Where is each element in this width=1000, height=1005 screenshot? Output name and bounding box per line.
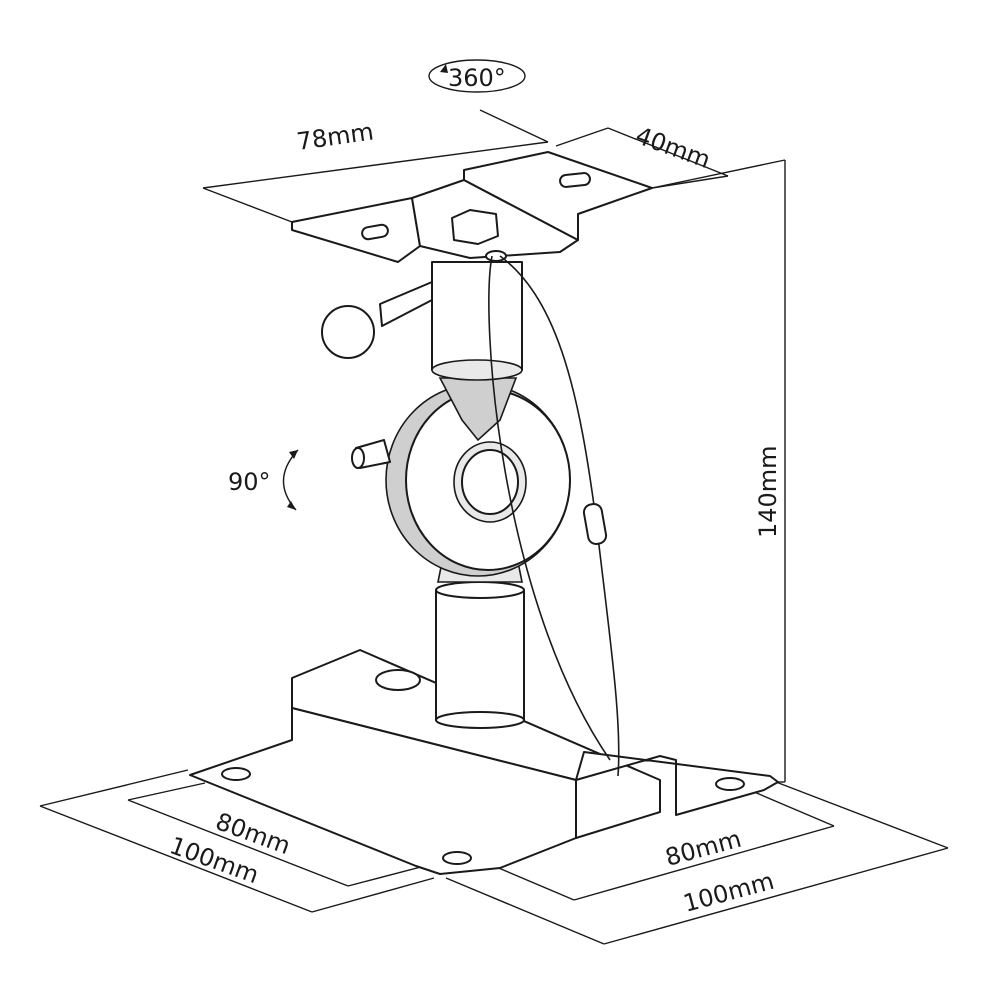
lock-lever-shaft [379, 281, 433, 327]
top-right-wing [463, 151, 653, 241]
tilt-90-arrow [282, 449, 299, 511]
cable-strand-left [488, 255, 611, 761]
top-bracket [291, 151, 653, 263]
joint-side-knob-end [351, 447, 365, 469]
dim-78mm-ext-right [479, 109, 549, 143]
lower-post-foot [435, 711, 525, 729]
dim-100mm-left-line [39, 805, 313, 913]
label-140mm: 140mm [754, 445, 782, 538]
joint-center-cap-inner [461, 449, 519, 515]
lower-post [435, 561, 525, 729]
base-hole-left [221, 767, 251, 781]
label-78mm: 78mm [295, 117, 375, 155]
base-hole-right [715, 777, 745, 791]
dim-80mm-left-ext [127, 782, 206, 801]
label-360: 360° [448, 64, 506, 92]
label-100mm-right: 100mm [680, 867, 777, 918]
dim-40mm-ext-top [555, 127, 609, 147]
tilt-90-arrowhead-top [289, 450, 298, 459]
label-40mm: 40mm [632, 121, 714, 174]
lower-post-body [435, 589, 525, 721]
dim-80mm-right-ext [493, 865, 575, 901]
dim-100mm-left-ext2 [311, 877, 435, 913]
upper-post-bottom [431, 359, 523, 381]
lock-lever-knob [321, 305, 375, 359]
dim-100mm-right-line [603, 847, 949, 945]
top-slot-right [559, 172, 591, 188]
upper-post [321, 261, 523, 381]
rotation-360-arrow [428, 59, 526, 93]
top-cable-hole [485, 250, 507, 262]
base-plate [189, 649, 779, 875]
label-80mm-right: 80mm [662, 825, 744, 872]
base-hole-front [442, 851, 472, 865]
safety-cable [488, 255, 620, 777]
lower-post-top [435, 581, 525, 599]
upper-post-body [431, 261, 523, 371]
rotation-360-arrowhead [440, 64, 448, 73]
top-bolt-head [451, 209, 499, 245]
cable-ferrule [582, 503, 608, 545]
top-slot-left [361, 223, 389, 241]
dim-80mm-right-line [573, 825, 835, 901]
dim-100mm-right-ext [445, 877, 605, 945]
dimension-lines [39, 59, 949, 945]
ball-joint [351, 377, 571, 577]
dim-80mm-left-line [127, 799, 349, 887]
base-right-flange [575, 751, 779, 816]
dim-40mm-line [607, 127, 729, 177]
dim-78mm-ext-left [202, 187, 293, 223]
dim-140mm-ext-top [651, 159, 786, 189]
base-center-hole [375, 669, 421, 691]
dim-100mm-left-ext [39, 769, 189, 807]
tilt-90-arrowhead-bottom [287, 501, 296, 510]
dim-100mm-right-ext2 [775, 781, 949, 849]
dim-78mm-line [202, 141, 549, 189]
label-90: 90° [228, 468, 271, 496]
top-left-wing [291, 197, 421, 263]
